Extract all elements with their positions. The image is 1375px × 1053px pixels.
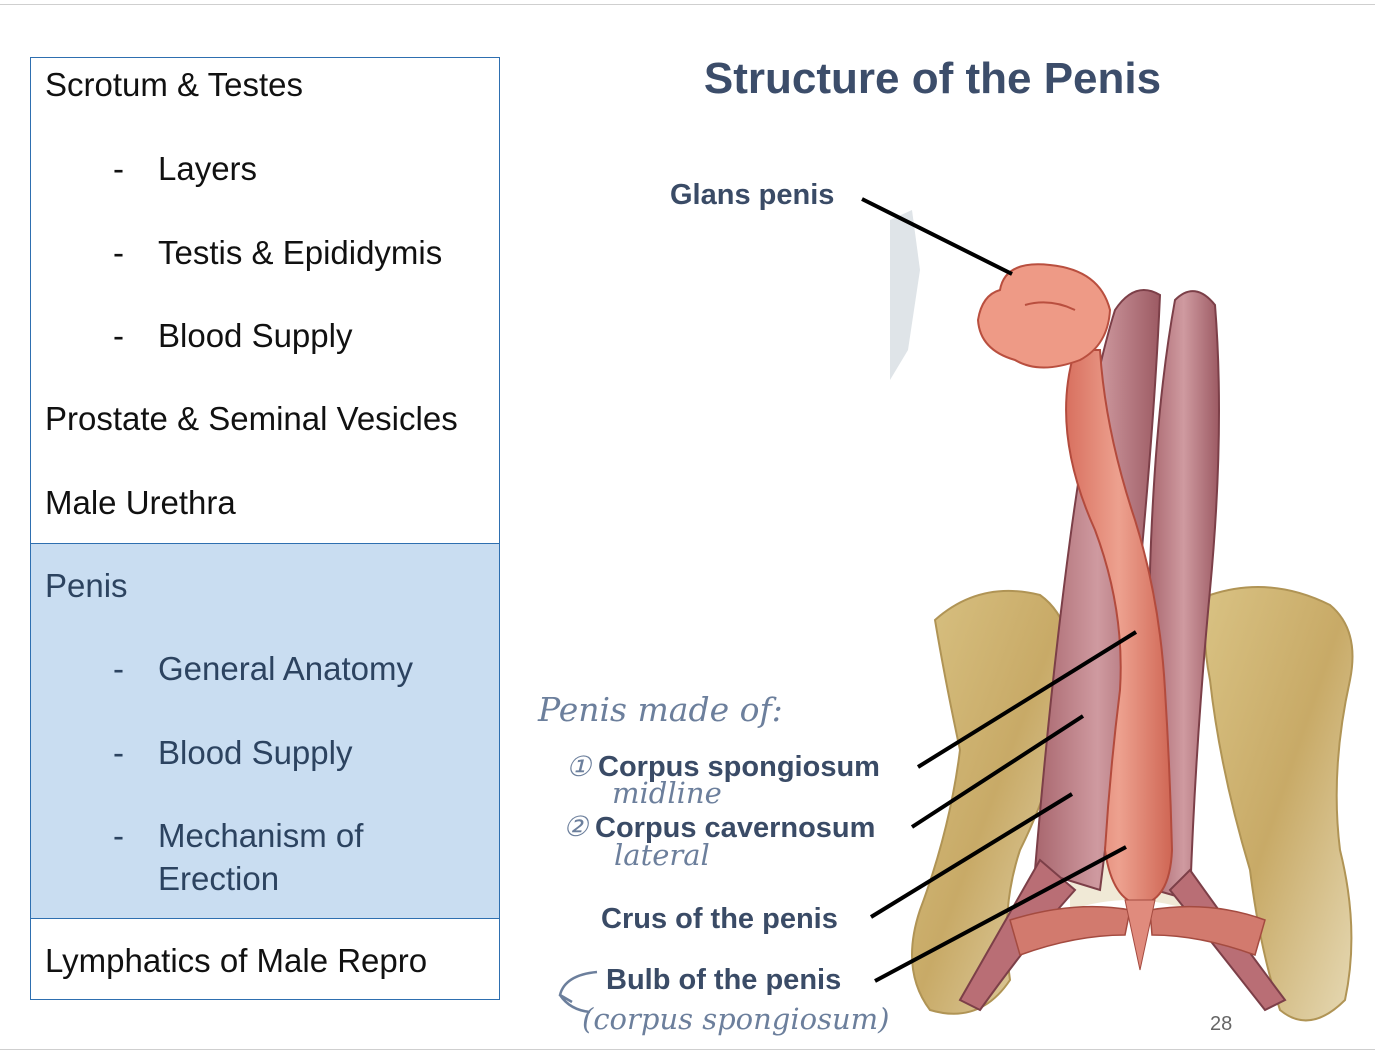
leader-crus [869, 792, 1074, 919]
label-corpus-cavernosum: Corpus cavernosum [595, 812, 876, 844]
bullet-dash: - [113, 734, 124, 771]
outline-item-erection-continued: Erection [158, 860, 280, 897]
bullet-dash: - [113, 150, 124, 187]
outline-item-general-anatomy[interactable]: -General Anatomy [113, 648, 413, 691]
penis-anatomy-illustration [890, 210, 1354, 1022]
label-crus-of-penis: Crus of the penis [601, 903, 838, 935]
outline-item-male-urethra[interactable]: Male Urethra [45, 484, 236, 521]
outline-panel: Scrotum & Testes -Layers -Testis & Epidi… [30, 57, 500, 1000]
label-bulb-of-penis: Bulb of the penis [606, 964, 842, 996]
leader-bulb [874, 845, 1127, 983]
central-tendon [1124, 899, 1156, 971]
bullet-dash: - [113, 650, 124, 687]
handwritten-number-2: ② [563, 810, 589, 843]
label-corpus-spongiosum: Corpus spongiosum [598, 751, 880, 783]
outline-item-layers[interactable]: -Layers [113, 148, 258, 191]
glans-penis [976, 263, 1112, 369]
bottom-divider [0, 1049, 1375, 1050]
handwritten-lateral: lateral [614, 838, 710, 872]
outline-section-3: Lymphatics of Male Repro [30, 919, 500, 1000]
bullet-dash: - [113, 817, 124, 854]
outline-item-mechanism-of-erection[interactable]: -Mechanism of [113, 815, 364, 858]
outline-section-1: Scrotum & Testes -Layers -Testis & Epidi… [30, 57, 500, 544]
urethral-meatus [1024, 301, 1076, 311]
outline-section-2-active: Penis -General Anatomy -Blood Supply -Me… [30, 544, 500, 919]
pelvic-bone-right [1204, 586, 1354, 1022]
handwritten-number-1: ① [566, 750, 592, 783]
page-number: 28 [1210, 1013, 1233, 1035]
outline-item-testis-epididymis[interactable]: -Testis & Epididymis [113, 232, 443, 275]
label-glans-penis: Glans penis [670, 179, 835, 211]
top-divider [0, 4, 1375, 5]
handwritten-heading: Penis made of: [538, 690, 783, 729]
handwritten-arrow [558, 970, 598, 1014]
outline-item-label: General Anatomy [158, 650, 413, 687]
outline-item-label: Blood Supply [158, 317, 353, 354]
perineal-muscle-left [1009, 905, 1131, 956]
outline-item-blood-supply-testes[interactable]: -Blood Supply [113, 315, 353, 358]
handwritten-midline: midline [612, 776, 722, 810]
slide-title: Structure of the Penis [703, 54, 1162, 103]
perineal-muscle-right [1149, 905, 1266, 956]
outline-item-penis[interactable]: Penis [45, 567, 128, 604]
outline-item-label: Blood Supply [158, 734, 353, 771]
outline-item-label: Layers [158, 150, 258, 187]
bullet-dash: - [113, 234, 124, 271]
outline-item-label: Mechanism of [158, 817, 364, 854]
outline-item-lymphatics[interactable]: Lymphatics of Male Repro [45, 942, 428, 979]
bullet-dash: - [113, 317, 124, 354]
outline-item-label: Testis & Epididymis [158, 234, 443, 271]
background-tissue [890, 210, 920, 380]
leader-spongiosum [916, 630, 1138, 769]
outline-item-scrotum-testes[interactable]: Scrotum & Testes [45, 66, 303, 103]
leader-glans [861, 197, 1013, 276]
leader-cavernosum [910, 714, 1085, 829]
outline-item-blood-supply-penis[interactable]: -Blood Supply [113, 732, 353, 775]
outline-item-prostate[interactable]: Prostate & Seminal Vesicles [45, 400, 458, 437]
handwritten-bulb-note: (corpus spongiosum) [582, 1002, 890, 1036]
